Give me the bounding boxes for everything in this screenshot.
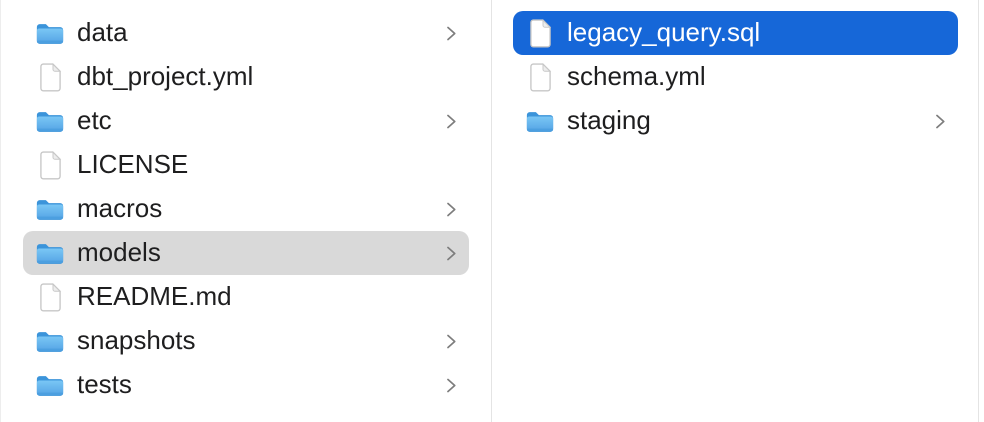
item-label: data	[77, 19, 128, 47]
document-icon	[35, 150, 65, 180]
file-row[interactable]: README.md	[23, 275, 469, 319]
chevron-right-icon	[446, 201, 457, 218]
chevron-right-icon	[935, 113, 946, 130]
file-row[interactable]: legacy_query.sql	[513, 11, 958, 55]
item-label: snapshots	[77, 327, 196, 355]
chevron-right-icon	[446, 377, 457, 394]
item-label: schema.yml	[567, 63, 706, 91]
folder-icon	[35, 329, 65, 354]
folder-icon	[35, 373, 65, 398]
item-label: legacy_query.sql	[567, 19, 761, 47]
item-label: README.md	[77, 283, 232, 311]
column-models-folder: legacy_query.sql	[491, 0, 979, 422]
item-label: staging	[567, 107, 651, 135]
folder-row[interactable]: etc	[23, 99, 469, 143]
chevron-right-icon	[446, 333, 457, 350]
folder-row[interactable]: data	[23, 11, 469, 55]
document-icon	[525, 62, 555, 92]
folder-row[interactable]: tests	[23, 363, 469, 407]
item-label: etc	[77, 107, 112, 135]
chevron-right-icon	[446, 25, 457, 42]
folder-icon	[35, 241, 65, 266]
chevron-right-icon	[446, 245, 457, 262]
chevron-right-icon	[446, 113, 457, 130]
file-row[interactable]: dbt_project.yml	[23, 55, 469, 99]
document-icon	[525, 18, 555, 48]
folder-row[interactable]: snapshots	[23, 319, 469, 363]
file-row[interactable]: LICENSE	[23, 143, 469, 187]
file-row[interactable]: schema.yml	[513, 55, 958, 99]
folder-row[interactable]: models	[23, 231, 469, 275]
folder-row[interactable]: macros	[23, 187, 469, 231]
item-label: macros	[77, 195, 163, 223]
document-icon	[35, 282, 65, 312]
item-label: models	[77, 239, 161, 267]
folder-icon	[35, 197, 65, 222]
folder-icon	[525, 109, 555, 134]
folder-icon	[35, 109, 65, 134]
column-parent-folder: data	[1, 0, 491, 422]
item-label: tests	[77, 371, 132, 399]
item-label: LICENSE	[77, 151, 189, 179]
document-icon	[35, 62, 65, 92]
folder-icon	[35, 21, 65, 46]
folder-row[interactable]: staging	[513, 99, 958, 143]
item-label: dbt_project.yml	[77, 63, 254, 91]
